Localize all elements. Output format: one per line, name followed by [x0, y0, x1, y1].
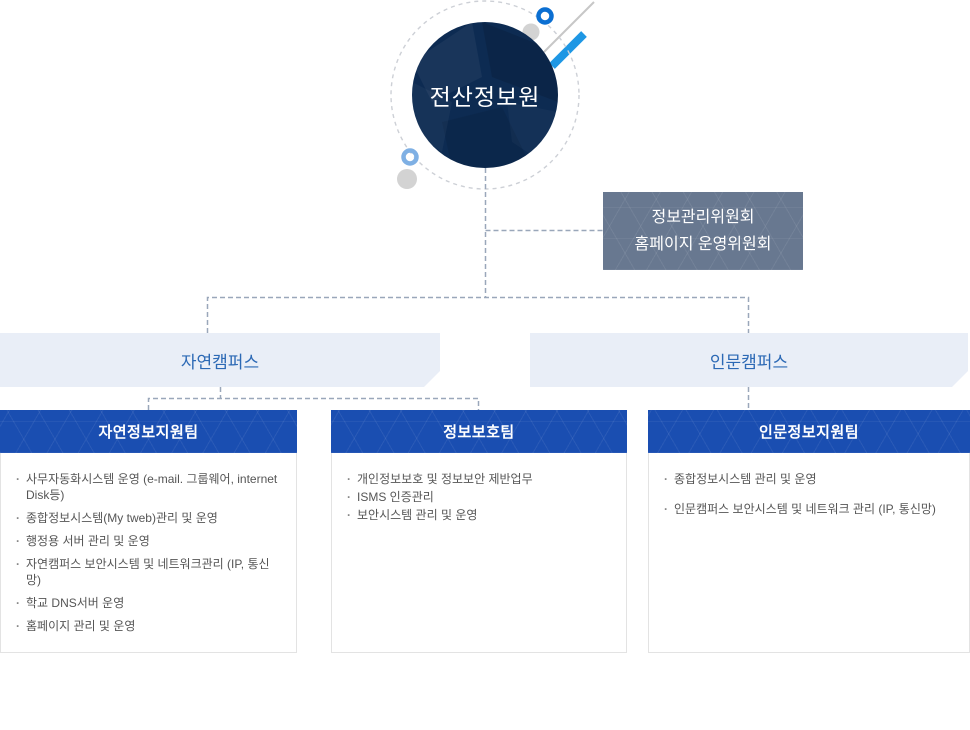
team-name: 인문정보지원팀 — [758, 424, 860, 441]
team-header: 정보보호팀 — [331, 410, 627, 453]
task-item: 자연캠퍼스 보안시스템 및 네트워크관리 (IP, 통신망) — [15, 556, 284, 588]
team-header: 자연정보지원팀 — [0, 410, 297, 453]
task-item: 개인정보보호 및 정보보안 제반업무 — [346, 471, 614, 487]
team-body: 종합정보시스템 관리 및 운영인문캠퍼스 보안시스템 및 네트워크 관리 (IP… — [648, 453, 970, 653]
campus-humanities-label: 인문캠퍼스 — [709, 352, 789, 372]
team-name: 자연정보지원팀 — [98, 424, 199, 441]
campus-box-natural: 자연캠퍼스 — [0, 333, 440, 387]
root-circle-graphic — [412, 22, 558, 168]
task-item: 보안시스템 관리 및 운영 — [346, 507, 614, 523]
blue-slash-line — [549, 31, 587, 69]
team-body: 개인정보보호 및 정보보안 제반업무 ISMS 인증관리보안시스템 관리 및 운영 — [331, 453, 627, 653]
blue-ring-bottom-icon — [401, 148, 419, 166]
gray-dot-bottom — [397, 169, 417, 189]
task-item: ISMS 인증관리 — [346, 489, 614, 505]
task-list: 종합정보시스템 관리 및 운영인문캠퍼스 보안시스템 및 네트워크 관리 (IP… — [663, 471, 957, 517]
campus-natural-label: 자연캠퍼스 — [180, 352, 260, 372]
committee-line-2: 홈페이지 운영위원회 — [634, 236, 772, 253]
task-item: 학교 DNS서버 운영 — [15, 595, 284, 611]
team-column-natural-info: 자연정보지원팀 사무자동화시스템 운영 (e-mail. 그룹웨어, inter… — [0, 410, 297, 653]
blue-ring-top-icon — [536, 7, 554, 25]
connector-team-split — [147, 397, 480, 410]
campus-box-humanities: 인문캠퍼스 — [530, 333, 968, 387]
task-item: 홈페이지 관리 및 운영 — [15, 618, 284, 634]
team-column-humanities-info: 인문정보지원팀 종합정보시스템 관리 및 운영인문캠퍼스 보안시스템 및 네트워… — [648, 410, 970, 653]
task-item: 종합정보시스템(My tweb)관리 및 운영 — [15, 510, 284, 526]
team-column-info-security: 정보보호팀 개인정보보호 및 정보보안 제반업무 ISMS 인증관리보안시스템 관… — [331, 410, 627, 653]
task-item: 행정용 서버 관리 및 운영 — [15, 533, 284, 549]
connector-campus-split — [206, 296, 750, 333]
committee-line-1: 정보관리위원회 — [651, 209, 755, 226]
task-item: 인문캠퍼스 보안시스템 및 네트워크 관리 (IP, 통신망) — [663, 501, 957, 517]
task-item: 사무자동화시스템 운영 (e-mail. 그룹웨어, internet Disk… — [15, 471, 284, 503]
task-list: 사무자동화시스템 운영 (e-mail. 그룹웨어, internet Disk… — [15, 471, 284, 634]
task-list: 개인정보보호 및 정보보안 제반업무 ISMS 인증관리보안시스템 관리 및 운영 — [346, 471, 614, 523]
committee-box: 정보관리위원회 홈페이지 운영위원회 — [603, 192, 803, 270]
root-node: 전산정보원 — [412, 22, 558, 168]
task-item: 종합정보시스템 관리 및 운영 — [663, 471, 957, 487]
team-name: 정보보호팀 — [443, 424, 515, 441]
root-label: 전산정보원 — [429, 84, 541, 110]
team-header: 인문정보지원팀 — [648, 410, 970, 453]
team-body: 사무자동화시스템 운영 (e-mail. 그룹웨어, internet Disk… — [0, 453, 297, 653]
